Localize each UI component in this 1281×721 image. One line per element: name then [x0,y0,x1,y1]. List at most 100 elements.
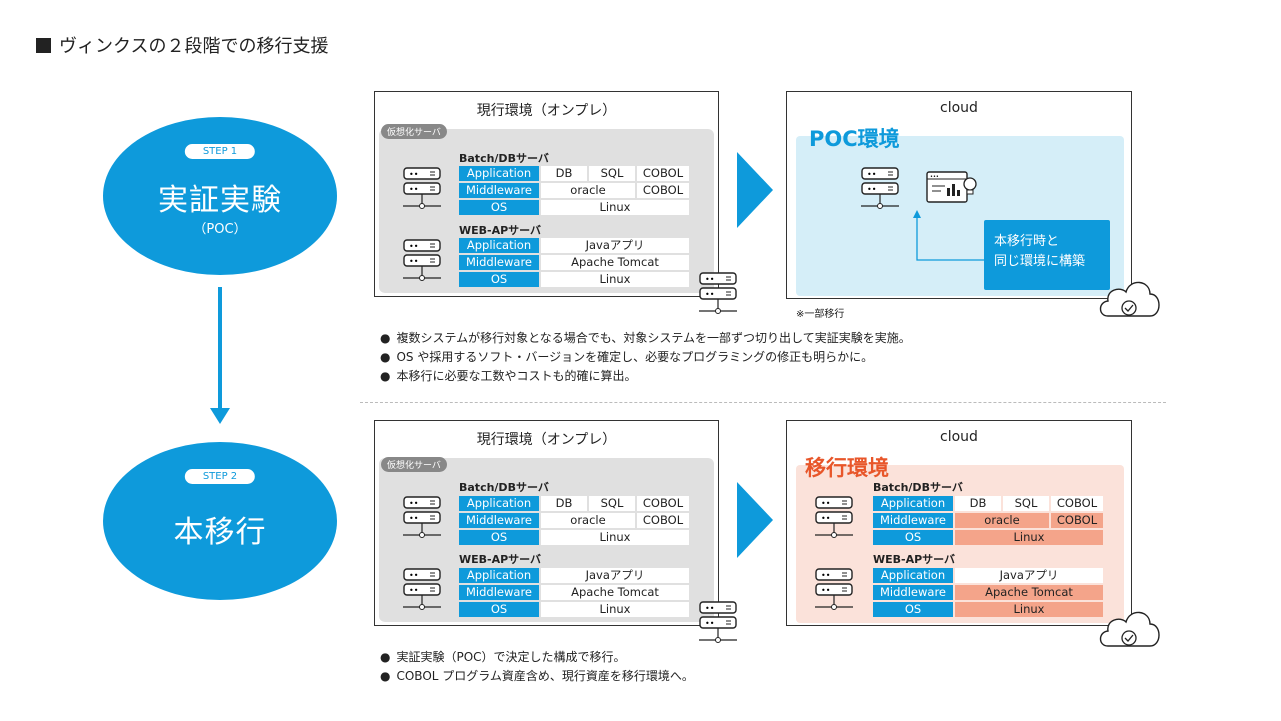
java-app-cell: Javaアプリ [541,238,689,253]
svg-text:••: •• [705,290,714,299]
cobol-cell: COBOL [1051,496,1103,511]
page-title-text: ヴィンクスの２段階での移行支援 [59,36,329,57]
server-icon: •• •• [403,568,441,610]
bullet-item: COBOL プログラム資産含め、現行資産を移行環境へ。 [380,667,693,686]
linux-cell: Linux [955,530,1103,545]
db-cell: DB [541,166,587,181]
page-title: ヴィンクスの２段階での移行支援 [36,32,328,58]
middleware-label: Middleware [873,585,953,600]
tomcat-cell: Apache Tomcat [541,585,689,600]
batch-server-name: Batch/DBサーバ [873,481,963,494]
step1-pill: STEP 1 [184,144,256,159]
cloud-check-icon [1099,281,1160,317]
web-stack: Application Javaアプリ Middleware Apache To… [459,568,689,617]
app-window-lightbulb-icon: ••• [926,171,977,203]
onprem-title: 現行環境（オンプレ） [476,103,617,119]
server-icon: •• •• [815,568,853,610]
svg-text:••: •• [821,514,830,523]
batch-server-name: Batch/DBサーバ [459,152,549,165]
middleware-label: Middleware [873,513,953,528]
batch-stack: Application DB SQL COBOL Middleware orac… [459,496,689,545]
java-app-cell: Javaアプリ [541,568,689,583]
step1-badge: STEP 1 実証実験 （POC） [103,117,337,275]
server-icon: •• •• [403,239,441,281]
batch-stack: Application DB SQL COBOL Middleware orac… [459,166,689,215]
middleware-label: Middleware [459,255,539,270]
step2-bullets: 実証実験（POC）で決定した構成で移行。 COBOL プログラム資産含め、現行資… [380,648,693,686]
svg-text:••: •• [409,185,418,194]
step2-pill: STEP 2 [184,469,256,484]
svg-text:••: •• [821,571,830,580]
cloud-title: cloud [940,100,978,116]
right-arrow-icon [737,482,773,558]
server-icon: •• •• [699,601,737,643]
svg-text:••: •• [409,242,418,251]
svg-text:••: •• [409,170,418,179]
batch-server-name: Batch/DBサーバ [459,481,549,494]
cloud-panel-step2: cloud 移行環境 Batch/DBサーバ Application DB SQ… [786,420,1132,626]
right-arrow-icon [737,152,773,228]
step1-title: 実証実験 [158,183,282,218]
web-stack: Application Javaアプリ Middleware Apache To… [459,238,689,287]
linux-cell: Linux [541,272,689,287]
server-icon: •• •• [815,496,853,538]
square-bullet-icon [36,37,51,53]
svg-text:••: •• [409,586,418,595]
down-arrow-icon [210,408,230,424]
os-label: OS [459,602,539,617]
svg-text:••: •• [867,185,876,194]
batch-stack: Application DB SQL COBOL Middleware orac… [873,496,1103,545]
web-stack: Application Javaアプリ Middleware Apache To… [873,568,1103,617]
svg-text:•••: ••• [930,174,939,180]
middleware-label: Middleware [459,513,539,528]
connector-arrow-icon [913,210,987,261]
svg-text:••: •• [821,586,830,595]
mw-cobol-cell: COBOL [637,513,689,528]
cloud-check-icon [1099,611,1160,647]
middleware-label: Middleware [459,183,539,198]
poc-callout: 本移行時と 同じ環境に構築 [984,220,1110,290]
os-label: OS [873,602,953,617]
oracle-cell: oracle [541,513,635,528]
svg-text:••: •• [705,604,714,613]
mw-cobol-cell: COBOL [637,183,689,198]
mw-cobol-cell: COBOL [1051,513,1103,528]
linux-cell: Linux [541,200,689,215]
bullet-item: 本移行に必要な工数やコストも的確に算出。 [380,367,911,386]
db-cell: DB [955,496,1001,511]
cloud-title: cloud [940,429,978,445]
onprem-panel-step2: 現行環境（オンプレ） 仮想化サーバ Batch/DBサーバ Applicatio… [374,420,719,626]
svg-text:••: •• [705,275,714,284]
onprem-title: 現行環境（オンプレ） [476,432,617,448]
sql-cell: SQL [589,166,635,181]
svg-text:••: •• [705,619,714,628]
callout-line2: 同じ環境に構築 [994,254,1086,269]
web-server-name: WEB-APサーバ [459,224,542,237]
cobol-cell: COBOL [637,166,689,181]
tomcat-cell: Apache Tomcat [541,255,689,270]
os-label: OS [873,530,953,545]
callout-line1: 本移行時と [994,234,1060,249]
application-label: Application [459,496,539,511]
application-label: Application [873,496,953,511]
middleware-label: Middleware [459,585,539,600]
down-arrow-line [218,287,222,409]
svg-text:••: •• [821,499,830,508]
linux-cell: Linux [541,530,689,545]
application-label: Application [873,568,953,583]
server-icon: •••• [861,167,899,209]
bullet-item: OS や採用するソフト・バージョンを確定し、必要なプログラミングの修正も明らかに… [380,348,911,367]
linux-cell: Linux [541,602,689,617]
db-cell: DB [541,496,587,511]
application-label: Application [459,238,539,253]
svg-text:••: •• [409,257,418,266]
svg-text:••: •• [409,571,418,580]
web-server-name: WEB-APサーバ [459,553,542,566]
os-label: OS [459,272,539,287]
oracle-cell: oracle [541,183,635,198]
cobol-cell: COBOL [637,496,689,511]
application-label: Application [459,568,539,583]
tomcat-cell: Apache Tomcat [955,585,1103,600]
step2-badge: STEP 2 本移行 [103,442,337,600]
step2-title: 本移行 [173,515,267,550]
